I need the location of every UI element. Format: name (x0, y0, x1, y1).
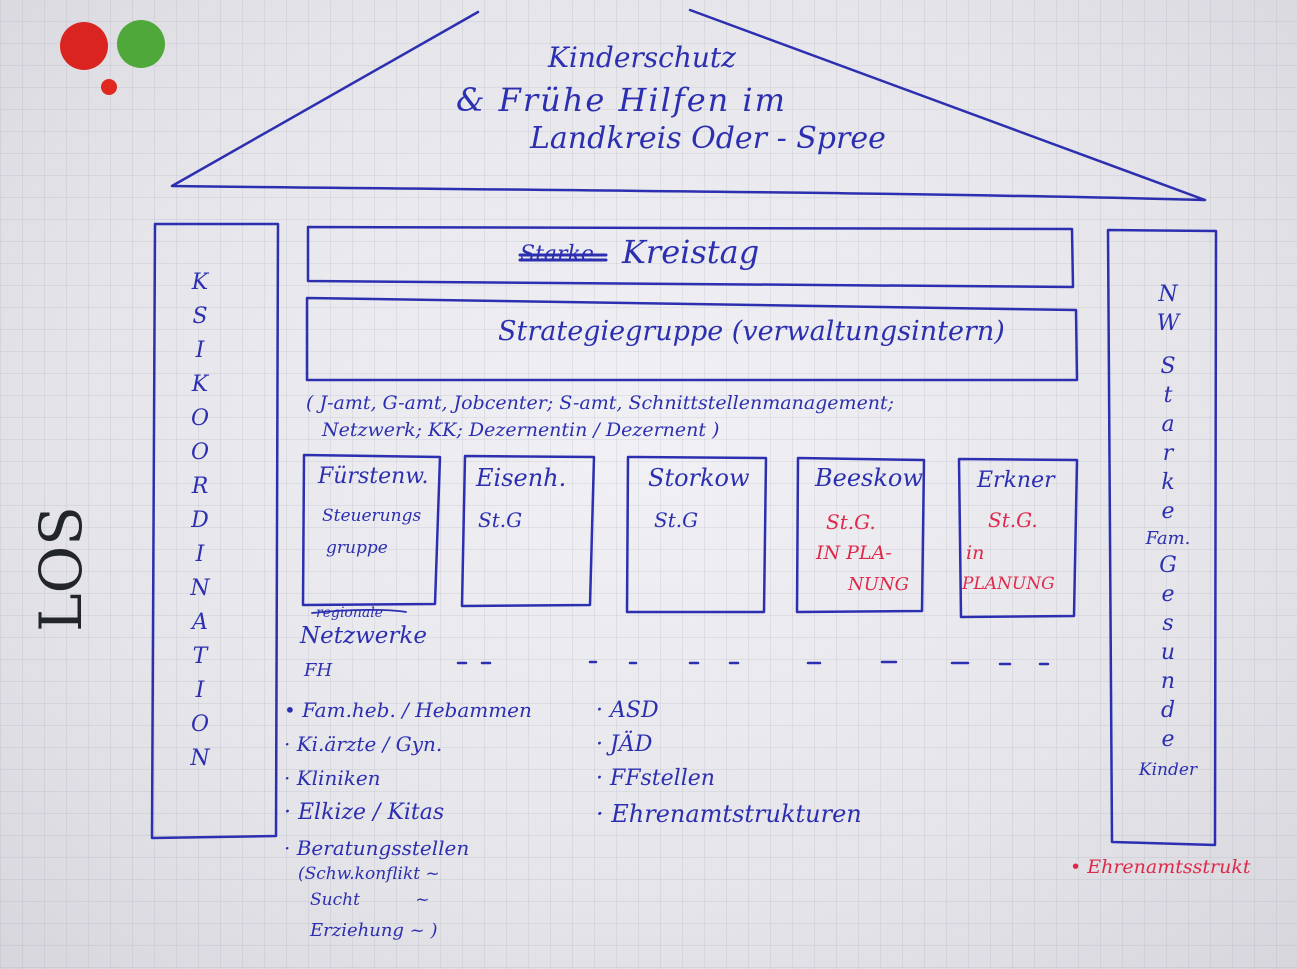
left-pillar-outline (150, 222, 280, 840)
pillar-letter: O (190, 406, 210, 431)
pillar-letter: D (191, 508, 209, 533)
strategie-box (305, 296, 1079, 382)
box-line-fuerstenwalde-2: gruppe (326, 538, 388, 558)
right-pillar-outline (1106, 228, 1218, 847)
pillar-letter: K (191, 372, 209, 397)
partners-line2: Netzwerk; KK; Dezernentin / Dezernent ) (322, 419, 720, 441)
box-storkow (625, 455, 768, 614)
kreistag-struck-word: Starke (520, 242, 594, 267)
box-red-erkner-1: St.G. (988, 508, 1038, 532)
pillar-letter: N (1158, 282, 1178, 307)
list-left-item: · Elkize / Kitas (284, 800, 445, 825)
roof-outline (170, 8, 1207, 202)
pillar-letter: I (195, 338, 205, 363)
pillar-letter: W (1156, 311, 1180, 336)
pillar-letter: k (1161, 470, 1175, 495)
box-erkner (957, 457, 1079, 619)
kreistag-box (306, 225, 1075, 289)
pillar-letter: e (1161, 499, 1175, 524)
list-left-sub-1: (Schw.konflikt ~ (298, 864, 440, 884)
pillar-word: Kinder (1138, 760, 1198, 780)
box-line-eisenhuettenstadt-1: St.G (478, 508, 523, 532)
list-right-item: · FFstellen (596, 766, 715, 791)
list-left-item: · Kliniken (284, 766, 381, 790)
list-left-sub-3: Erziehung ~ ) (310, 920, 438, 941)
pillar-letter: G (1159, 553, 1177, 578)
box-title-beeskow: Beeskow (815, 464, 923, 492)
strike-through (518, 253, 608, 262)
small-red-magnet (101, 79, 117, 95)
left-pillar-text: K S I K O O R D I N A T I O N (182, 272, 218, 770)
networks-label: Netzwerke (300, 623, 427, 649)
pillar-letter: S (192, 304, 208, 329)
fh-label: FH (304, 660, 333, 681)
list-right: · ASD · JÄD · FFstellen · Ehrenamtstrukt… (596, 698, 862, 828)
box-red-beeskow-3: NUNG (848, 574, 910, 595)
pillar-letter: O (190, 440, 210, 465)
box-red-erkner-3: PLANUNG (962, 574, 1055, 594)
list-left: • Fam.heb. / Hebammen · Ki.ärzte / Gyn. … (284, 700, 532, 858)
box-line-storkow-1: St.G (654, 508, 699, 532)
pillar-letter: R (191, 474, 209, 499)
red-note: • Ehrenamtsstrukt (1070, 856, 1251, 878)
right-pillar-text: N W S t a r k e Fam. G e s u n d e Kinde… (1128, 284, 1208, 779)
pillar-word: Fam. (1145, 528, 1191, 549)
roof-title-line2: & Frühe Hilfen im (456, 81, 787, 119)
los-label: LOS (26, 506, 95, 632)
pillar-letter: N (190, 576, 210, 601)
networks-small-label: regionale (316, 605, 383, 621)
box-line-fuerstenwalde-1: Steuerungs (322, 506, 422, 526)
pillar-letter: n (1160, 669, 1176, 694)
pillar-letter: a (1161, 412, 1175, 437)
box-fuerstenwalde (301, 453, 442, 607)
box-red-erkner-2: in (966, 542, 985, 564)
box-red-beeskow-2: IN PLA- (816, 542, 892, 564)
green-magnet (117, 20, 165, 68)
pillar-letter: r (1162, 441, 1174, 466)
list-left-sub-2: Sucht ~ (310, 890, 430, 910)
box-eisenhuettenstadt (460, 454, 596, 608)
pillar-letter: d (1160, 698, 1176, 723)
pillar-letter: u (1160, 640, 1176, 665)
pillar-letter: e (1161, 727, 1175, 752)
dash-line (456, 660, 1050, 666)
pillar-letter: A (192, 610, 208, 635)
list-left-item: · Beratungsstellen (284, 836, 470, 860)
box-title-fuerstenwalde: Fürstenw. (318, 464, 429, 489)
roof-title-line3: Landkreis Oder - Spree (530, 121, 886, 156)
list-right-item: · ASD (596, 698, 659, 723)
pillar-letter: s (1162, 611, 1174, 636)
pillar-letter: S (1160, 354, 1176, 379)
strategie-label: Strategiegruppe (verwaltungsintern) (498, 316, 1005, 347)
list-left-item: · Ki.ärzte / Gyn. (284, 732, 443, 756)
list-right-item: · JÄD (596, 732, 653, 757)
partners-line1: ( J-amt, G-amt, Jobcenter; S-amt, Schnit… (306, 392, 895, 414)
pillar-letter: t (1163, 383, 1173, 408)
pillar-letter: I (195, 542, 205, 567)
box-title-storkow: Storkow (648, 464, 750, 492)
pillar-letter: I (195, 678, 205, 703)
box-title-erkner: Erkner (977, 468, 1055, 493)
pillar-letter: T (192, 644, 208, 669)
box-title-eisenhuettenstadt: Eisenh. (476, 464, 567, 492)
pillar-letter: e (1161, 582, 1175, 607)
list-right-item: · Ehrenamtstrukturen (596, 800, 862, 828)
list-left-item: • Fam.heb. / Hebammen (284, 698, 532, 722)
pillar-letter: O (190, 712, 210, 737)
kreistag-label: Kreistag (622, 233, 760, 271)
pillar-letter: K (191, 270, 209, 295)
red-magnet (60, 22, 108, 70)
box-beeskow (795, 456, 926, 614)
pillar-letter: N (190, 746, 210, 771)
roof-title-line1: Kinderschutz (548, 41, 736, 74)
magnet-dots (60, 20, 165, 95)
box-red-beeskow-1: St.G. (826, 510, 876, 534)
